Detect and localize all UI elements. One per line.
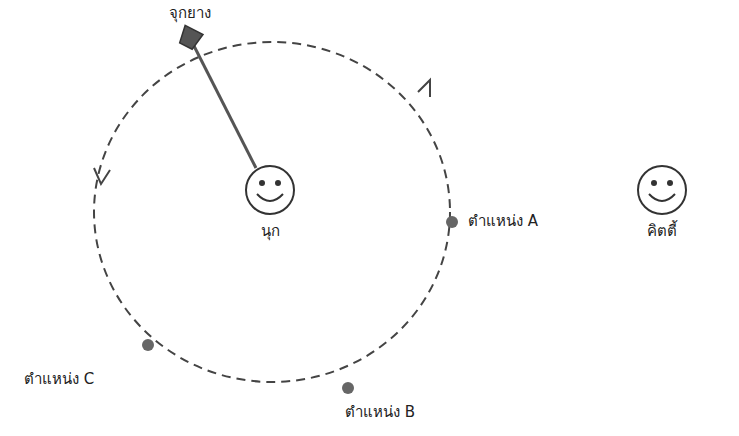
smiley-face bbox=[246, 166, 294, 214]
person-label: คิตตี้ bbox=[645, 222, 679, 240]
position-label: ตำแหน่ง A bbox=[466, 212, 540, 230]
part-label: จุกยาง bbox=[167, 4, 213, 22]
position-dot bbox=[446, 216, 458, 228]
circular-path bbox=[94, 42, 450, 382]
position-dot bbox=[142, 339, 154, 351]
rubber-stopper bbox=[177, 25, 203, 50]
string bbox=[192, 42, 256, 168]
position-label: ตำแหน่ง B bbox=[343, 403, 417, 421]
direction-arrow bbox=[418, 80, 430, 97]
smiley-face bbox=[638, 166, 686, 214]
direction-arrow bbox=[94, 168, 110, 184]
position-dot bbox=[342, 382, 354, 394]
person-label: นุก bbox=[259, 222, 282, 240]
position-label: ตำแหน่ง C bbox=[22, 370, 96, 388]
